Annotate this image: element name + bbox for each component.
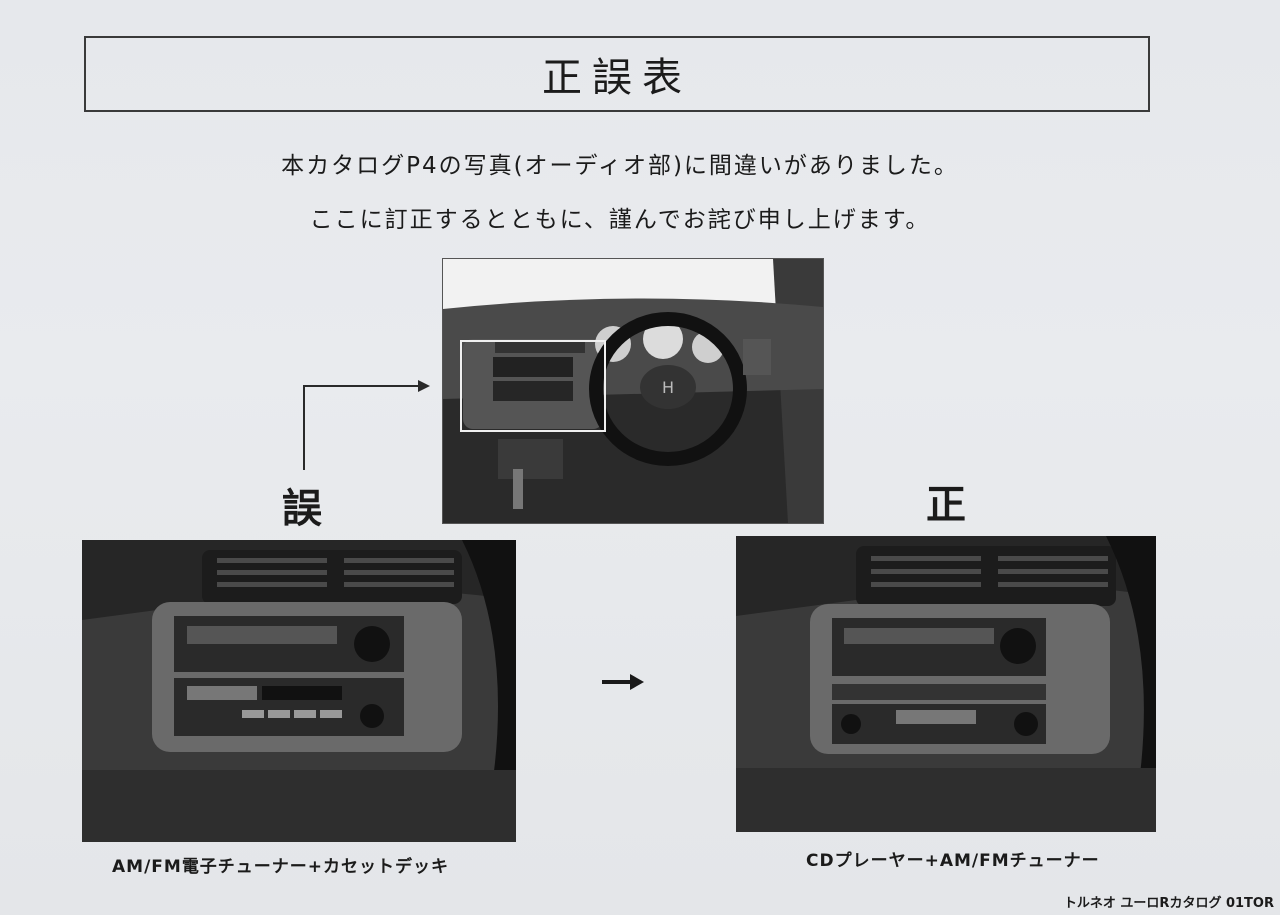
right-arrow-icon <box>602 674 644 690</box>
notice-line-2: ここに訂正するとともに、謹んでお詫び申し上げます。 <box>309 207 931 233</box>
page-title: 正誤表 <box>542 55 692 101</box>
wrong-mark: 誤 <box>282 486 322 532</box>
wrong-audio-photo <box>82 540 516 842</box>
correct-caption: CDプレーヤー+AM/FMチューナー <box>806 851 1100 871</box>
wrong-caption: AM/FM電子チューナー+カセットデッキ <box>112 857 450 877</box>
correct-audio-photo <box>736 536 1156 832</box>
callout-arrow-icon <box>303 380 430 470</box>
title-box: 正誤表 <box>84 36 1150 112</box>
correct-mark: 正 <box>926 482 966 528</box>
dashboard-photo: H <box>442 258 824 524</box>
footer-catalog-code: トルネオ ユーロRカタログ 01TOR <box>1063 896 1274 911</box>
svg-text:H: H <box>662 378 674 397</box>
notice-line-1: 本カタログP4の写真(オーディオ部)に間違いがありました。 <box>281 153 959 179</box>
